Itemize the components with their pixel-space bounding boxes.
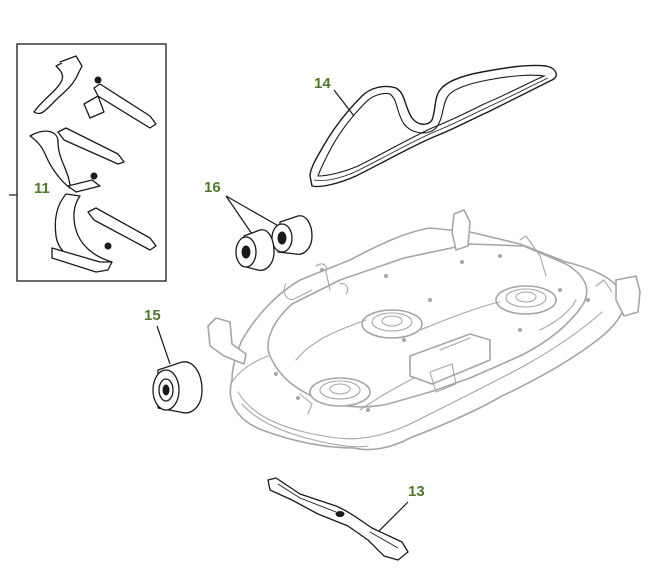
middle-bolt-icon (90, 172, 98, 180)
blade-body-shape (267, 477, 409, 561)
lower-blade-shape (87, 207, 157, 251)
blade-cutting-edge (277, 483, 399, 549)
part-14-drive-belt-group: 14 (309, 64, 557, 188)
deck-rear-lift-arm (451, 209, 471, 251)
deck-left-hanger (207, 317, 247, 365)
lower-bolt-icon (104, 242, 112, 250)
belt-rib-line (313, 77, 549, 181)
deck-bolt-markers (274, 254, 590, 412)
deck-lower-skirt (241, 403, 369, 448)
callout-15-label: 15 (144, 307, 161, 324)
callout-13-label: 13 (408, 483, 425, 500)
belt-outer-edge (309, 64, 557, 188)
right-spindle-housing (495, 285, 557, 315)
rear-wheel-hub (277, 231, 287, 245)
callout-16-leader-b (225, 195, 283, 229)
mower-deck-housing (207, 209, 641, 451)
middle-blade-shape (57, 127, 125, 165)
deck-right-bracket (519, 235, 613, 293)
callout-16-leader-a (225, 195, 253, 235)
deck-belt-channel (295, 299, 577, 411)
callout-15-leader (156, 325, 171, 365)
deck-idler-bracket (429, 337, 471, 393)
deck-rim-edge (237, 311, 603, 440)
part-16-gauge-wheels-group: 16 (204, 179, 313, 271)
part-13-mower-blade-group: 13 (267, 477, 425, 561)
deck-right-mount (615, 275, 641, 317)
upper-baffle-fold (59, 55, 83, 75)
part-11-blade-kit-group: 11 (9, 43, 167, 282)
deck-wheel-hub (162, 384, 170, 396)
deck-left-chute-bracket (231, 355, 313, 415)
callout-14-label: 14 (314, 75, 331, 92)
callout-14-leader (333, 89, 355, 117)
middle-bracket-shape (67, 179, 101, 193)
blade-center-hole-icon (335, 511, 345, 517)
lower-baffle-base (51, 247, 113, 273)
upper-spacer-shape (83, 95, 105, 119)
callout-16-label: 16 (204, 179, 221, 196)
center-spindle-housing (361, 309, 423, 339)
deck-front-rod (283, 263, 349, 301)
left-spindle-housing (309, 377, 371, 407)
part-15-deck-wheel-group: 15 (144, 307, 203, 414)
upper-bolt-icon (94, 76, 102, 84)
front-wheel-hub (241, 245, 251, 259)
belt-inner-edge (317, 74, 546, 177)
callout-11-label: 11 (34, 180, 50, 197)
